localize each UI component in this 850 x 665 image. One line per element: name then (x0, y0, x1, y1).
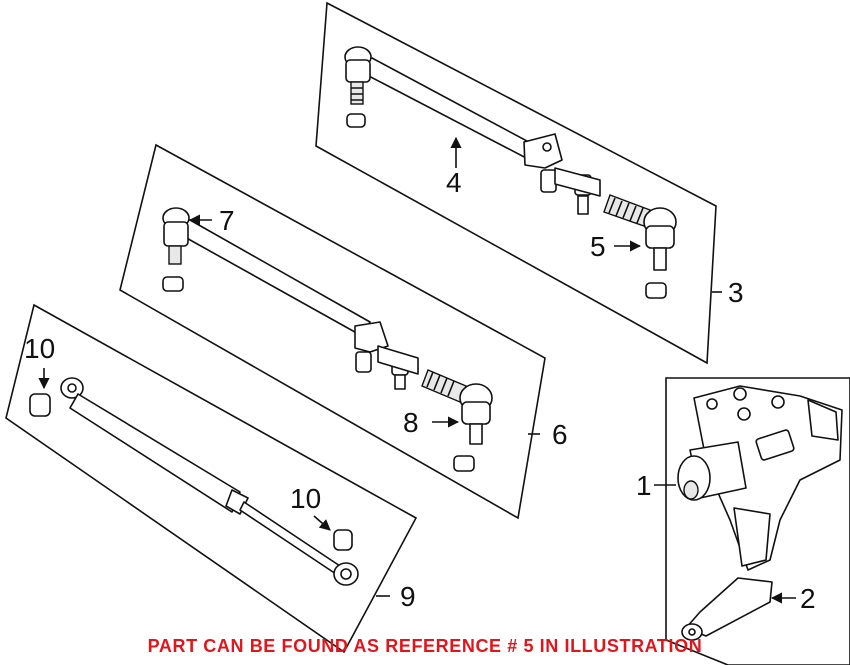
adjuster-clamp (523, 133, 601, 215)
callout-9: 9 (400, 581, 416, 612)
callout-10-right: 10 (290, 483, 321, 514)
tie-rod-end-left (344, 46, 372, 128)
bushing (29, 393, 353, 551)
callout-5: 5 (590, 231, 606, 262)
tie-rod-end-left (162, 207, 190, 292)
adjuster-clamp (354, 321, 419, 390)
tie-rod-end-right (421, 369, 493, 472)
pitman-arm (681, 577, 773, 641)
callout-4: 4 (446, 167, 462, 198)
reference-note: PART CAN BE FOUND AS REFERENCE # 5 IN IL… (147, 636, 703, 656)
steering-gear-panel (654, 377, 850, 665)
callout-10-left: 10 (24, 333, 55, 364)
tie-rod-assembly-panel-top (315, 1, 722, 365)
callout-2: 2 (800, 583, 816, 614)
callout-7: 7 (219, 205, 235, 236)
tie-rod-end-right (603, 194, 677, 299)
callout-3: 3 (728, 277, 744, 308)
steering-gear-box (677, 385, 843, 571)
steering-damper-panel (5, 303, 418, 654)
tie-rod-assembly-panel-middle (119, 143, 546, 520)
callout-8: 8 (403, 407, 419, 438)
callout-6: 6 (552, 419, 568, 450)
callout-1: 1 (636, 470, 652, 501)
steering-damper (60, 377, 359, 586)
